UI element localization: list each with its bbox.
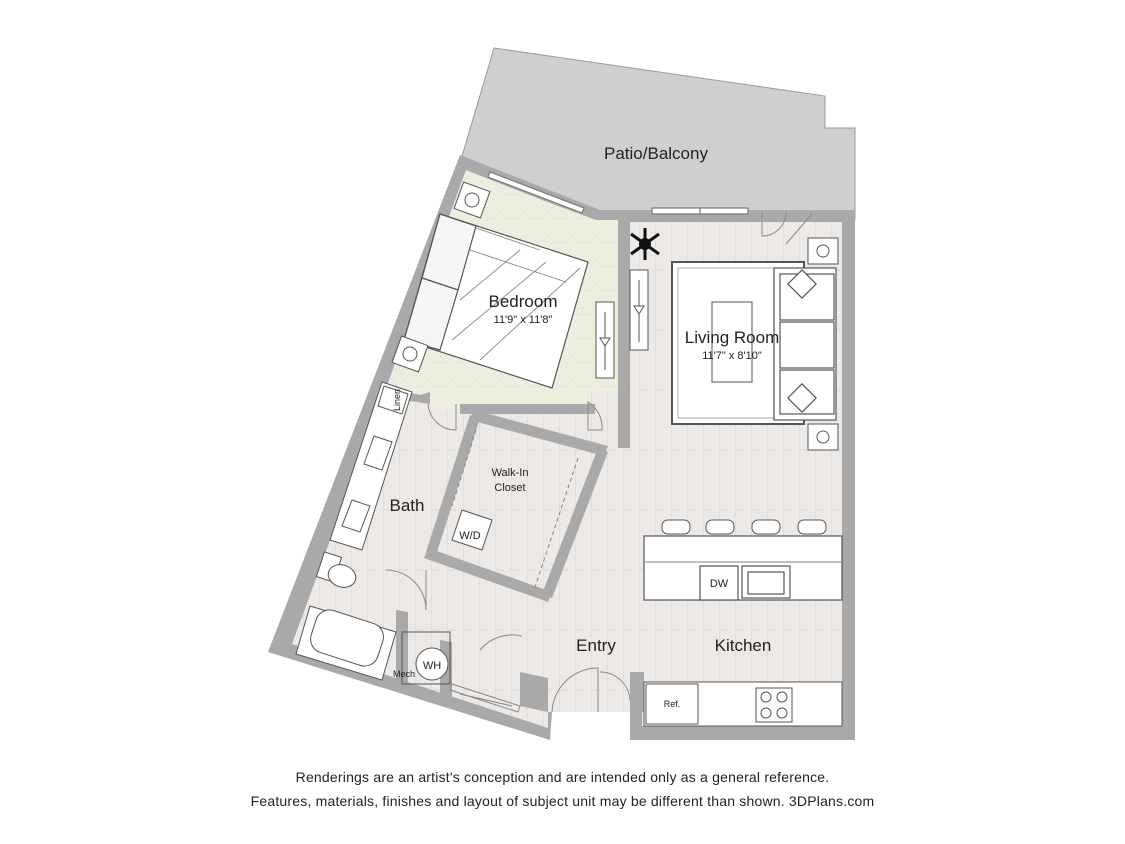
disclaimer-line-1: Renderings are an artist's conception an… (295, 769, 830, 785)
toilet (315, 551, 357, 588)
kitchen-counter (643, 681, 843, 727)
kitchen-label: Kitchen (715, 636, 772, 655)
water-heater (401, 631, 451, 685)
living-label: Living Room (685, 328, 780, 347)
refrigerator-label: Ref. (664, 699, 681, 709)
bedroom-dresser (595, 301, 615, 379)
living-end-tables (807, 237, 839, 451)
living-dims: 11'7" x 8'10" (702, 350, 762, 362)
bedroom-nightstands (391, 181, 491, 373)
bar-stools (661, 519, 827, 535)
bathtub (295, 605, 397, 681)
floor-plan: Patio/Balcony Bedroom 11'9" x 11'8" Livi… (268, 47, 856, 740)
water-heater-label: WH (423, 660, 441, 672)
bedroom-dims: 11'9" x 11'8" (494, 314, 553, 326)
windows (487, 171, 749, 215)
closet-shelf (451, 429, 579, 591)
bath-vanity (329, 381, 413, 551)
washer-dryer-label: W/D (459, 530, 480, 542)
bed (403, 213, 589, 389)
tv-console (629, 269, 649, 351)
doors (385, 211, 813, 713)
coat-closet (449, 683, 521, 713)
mech-label: Mech (393, 669, 415, 679)
washer-dryer (451, 509, 493, 551)
bath-label: Bath (390, 496, 425, 515)
kitchen-island (643, 535, 843, 601)
entry-label: Entry (576, 636, 616, 655)
sofa (773, 267, 837, 421)
closet-label-line1: Walk-In (492, 467, 529, 479)
bedroom-label: Bedroom (489, 292, 558, 311)
plant-icon (630, 228, 660, 260)
dishwasher-label: DW (710, 578, 729, 590)
linen-label: Linen (392, 389, 402, 411)
patio-label: Patio/Balcony (604, 144, 708, 163)
disclaimer-line-2: Features, materials, finishes and layout… (250, 793, 875, 809)
coffee-table (711, 301, 753, 383)
closet-label-line2: Closet (494, 482, 525, 494)
